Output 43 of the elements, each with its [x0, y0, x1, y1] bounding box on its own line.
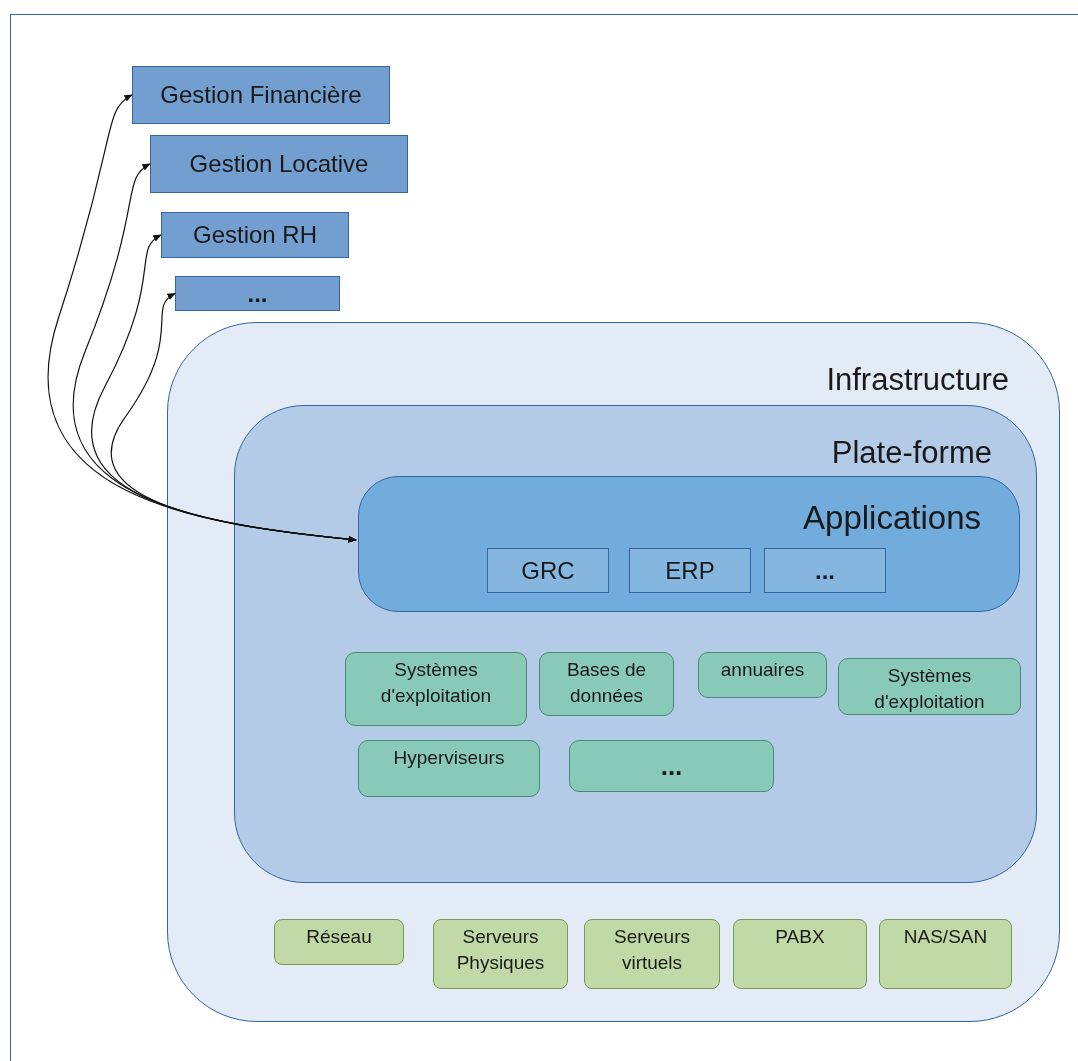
infrastructure-layer — [167, 322, 1060, 1022]
node-label: ... — [660, 753, 683, 779]
node-label: annuaires — [720, 658, 805, 682]
curved-arrow — [110, 292, 357, 543]
node-label: Gestion RH — [192, 220, 317, 250]
node-label: ... — [815, 555, 835, 586]
node-label: Infrastructure — [826, 361, 1009, 399]
application-box — [487, 548, 609, 593]
platform-component — [358, 740, 540, 797]
module-box — [150, 135, 408, 193]
infrastructure-component — [274, 919, 404, 965]
node-label: Plate-forme — [831, 434, 992, 472]
node-label: Applications — [803, 498, 981, 538]
infrastructure-component — [879, 919, 1012, 989]
node-label: Serveurs Physiques — [455, 925, 546, 975]
applications-layer — [358, 476, 1020, 612]
node-label: Hyperviseurs — [393, 746, 505, 770]
infrastructure-component — [733, 919, 867, 989]
platform-component — [838, 658, 1021, 715]
node-label: Gestion Financière — [160, 80, 362, 110]
platform-component — [569, 740, 774, 792]
node-label: NAS/SAN — [903, 925, 988, 949]
node-label: Systèmes d'exploitation — [873, 664, 986, 714]
platform-component — [698, 652, 827, 698]
platform-layer — [234, 405, 1037, 883]
node-label: Réseau — [306, 925, 372, 949]
module-box — [132, 66, 390, 124]
platform-component — [539, 652, 674, 716]
node-label: ... — [247, 278, 268, 309]
node-label: Serveurs virtuels — [613, 925, 691, 975]
node-label: GRC — [521, 555, 575, 586]
node-label: Systèmes d'exploitation — [379, 658, 493, 708]
node-label: ERP — [665, 555, 715, 586]
node-label: Gestion Locative — [189, 149, 369, 179]
node-label: PABX — [775, 925, 825, 949]
module-box — [175, 276, 340, 311]
infrastructure-component — [584, 919, 720, 989]
platform-component — [345, 652, 527, 726]
application-box — [764, 548, 886, 593]
application-box — [629, 548, 751, 593]
module-box — [161, 212, 349, 258]
node-label: Bases de données — [565, 658, 648, 708]
infrastructure-component — [433, 919, 568, 989]
